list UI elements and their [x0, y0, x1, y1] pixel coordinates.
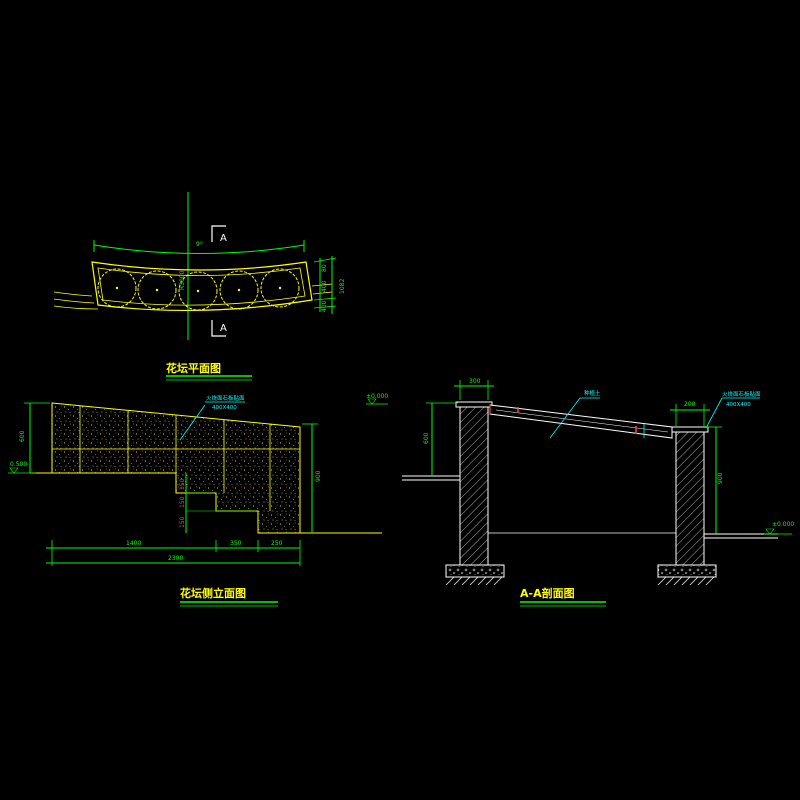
section-right-wall: [675, 429, 705, 566]
section-callout-1: 火烧面石板贴面: [722, 390, 761, 398]
elevation-view: 600 0.500 900 150 150 150 火烧面石板贴面 400X40…: [8, 394, 382, 607]
elevation-dim-350: 350: [230, 540, 242, 547]
section-view: 种植土 火烧面石板贴面 400X400 300 200 600 ±0.000 9…: [366, 378, 794, 607]
elevation-callout-2: 400X400: [212, 405, 237, 411]
elevation-dim-step1: 150: [179, 478, 186, 490]
plan-view: A A 9° R3000: [53, 192, 346, 381]
shrub-4: [219, 270, 259, 310]
elevation-dim-left: 600: [19, 430, 26, 442]
shrub-2: [137, 270, 177, 310]
section-right-footing: [657, 564, 717, 578]
plan-title: 花坛平面图: [166, 361, 221, 375]
section-left-footing: [445, 564, 505, 578]
section-callout-2: 400X400: [726, 402, 751, 408]
plan-angle-mark: 9°: [196, 241, 203, 248]
elevation-ground: [30, 472, 382, 534]
section-mark-top: [211, 225, 226, 242]
section-dim-top-left: 300: [469, 378, 481, 385]
section-mark-top-label: A: [220, 233, 227, 244]
shrub-5: [260, 268, 300, 308]
plan-dim-400a: 400: [321, 280, 328, 292]
elevation-callout-1: 火烧面石板贴面: [206, 394, 245, 402]
elevation-title: 花坛侧立面图: [180, 586, 246, 600]
plan-dim-400b: 400: [321, 300, 328, 312]
plan-dim-total: 1082: [339, 279, 346, 294]
shrub-3: [178, 271, 218, 311]
shrub-1: [97, 268, 137, 308]
planter-outer-outline: [91, 261, 313, 312]
elevation-dim-right: 900: [315, 470, 322, 482]
section-mark-bottom: [211, 320, 226, 337]
plan-dim-80: 80: [321, 264, 328, 272]
elevation-dim-1400: 1400: [126, 540, 141, 547]
plan-shrubs: [97, 268, 300, 311]
elevation-level-left: 0.500: [10, 461, 27, 468]
section-level-left: ±0.000: [366, 393, 388, 400]
section-dim-right-h: 900: [717, 472, 724, 484]
plan-radius-label: R3000: [179, 270, 186, 290]
planter-inner-outline: [97, 267, 306, 306]
section-left-wall: [459, 404, 489, 566]
elevation-dim-step3: 150: [179, 516, 186, 528]
section-title: A-A剖面图: [520, 586, 575, 600]
section-mark-bottom-label: A: [220, 323, 227, 334]
section-label-soil: 种植土: [584, 389, 601, 397]
section-level-right: ±0.000: [772, 521, 794, 528]
plan-top-dim-arc: [93, 244, 305, 254]
section-dim-left-h: 600: [423, 432, 430, 444]
section-dim-top-right: 200: [684, 401, 696, 408]
elevation-dim-step2: 150: [179, 496, 186, 508]
elevation-dim-total: 2300: [168, 555, 183, 562]
elevation-dim-250: 250: [271, 540, 283, 547]
